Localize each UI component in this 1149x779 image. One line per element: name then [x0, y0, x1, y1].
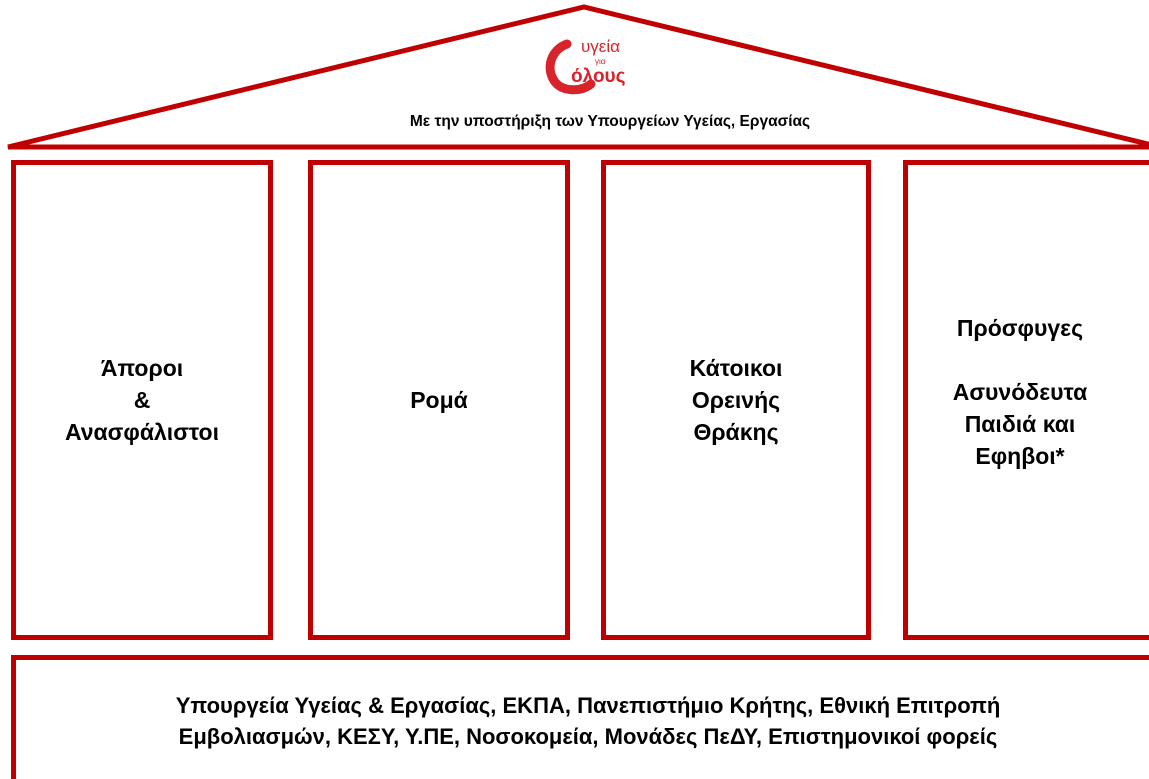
- roof: [7, 4, 1149, 150]
- foundation: [11, 655, 1149, 779]
- logo: υγεία για όλους: [545, 37, 626, 95]
- pillar-label: Άποροι & Ανασφάλιστοι: [65, 355, 219, 445]
- logo-word-3: όλους: [571, 66, 626, 87]
- logo-swoosh-icon: [545, 39, 596, 95]
- logo-word-2: για: [595, 57, 606, 66]
- foundation-text: Υπουργεία Υγείας & Εργασίας, ΕΚΠΑ, Πανεπ…: [38, 690, 1138, 752]
- logo-word-1: υγεία: [581, 37, 620, 56]
- pillar-thrace: Κάτοικοι Ορεινής Θράκης: [601, 160, 871, 640]
- pillar-roma: Ρομά: [308, 160, 570, 640]
- pillar-uninsured: Άποροι & Ανασφάλιστοι: [11, 160, 273, 640]
- pillar-label: Κάτοικοι Ορεινής Θράκης: [689, 355, 783, 445]
- roof-outline: [7, 4, 1149, 150]
- pillar-label: Πρόσφυγες Ασυνόδευτα Παιδιά και Εφηβοι*: [952, 315, 1088, 469]
- roof-caption: Με την υποστήριξη των Υπουργείων Υγείας,…: [409, 113, 811, 130]
- pillar-refugees: Πρόσφυγες Ασυνόδευτα Παιδιά και Εφηβοι*: [903, 160, 1149, 640]
- foundation-line-2: Εμβολιασμών, ΚΕΣΥ, Υ.ΠΕ, Νοσοκομεία, Μον…: [178, 724, 998, 749]
- pillar-label: Ρομά: [410, 387, 468, 413]
- foundation-line-1: Υπουργεία Υγείας & Εργασίας, ΕΚΠΑ, Πανεπ…: [175, 693, 1001, 718]
